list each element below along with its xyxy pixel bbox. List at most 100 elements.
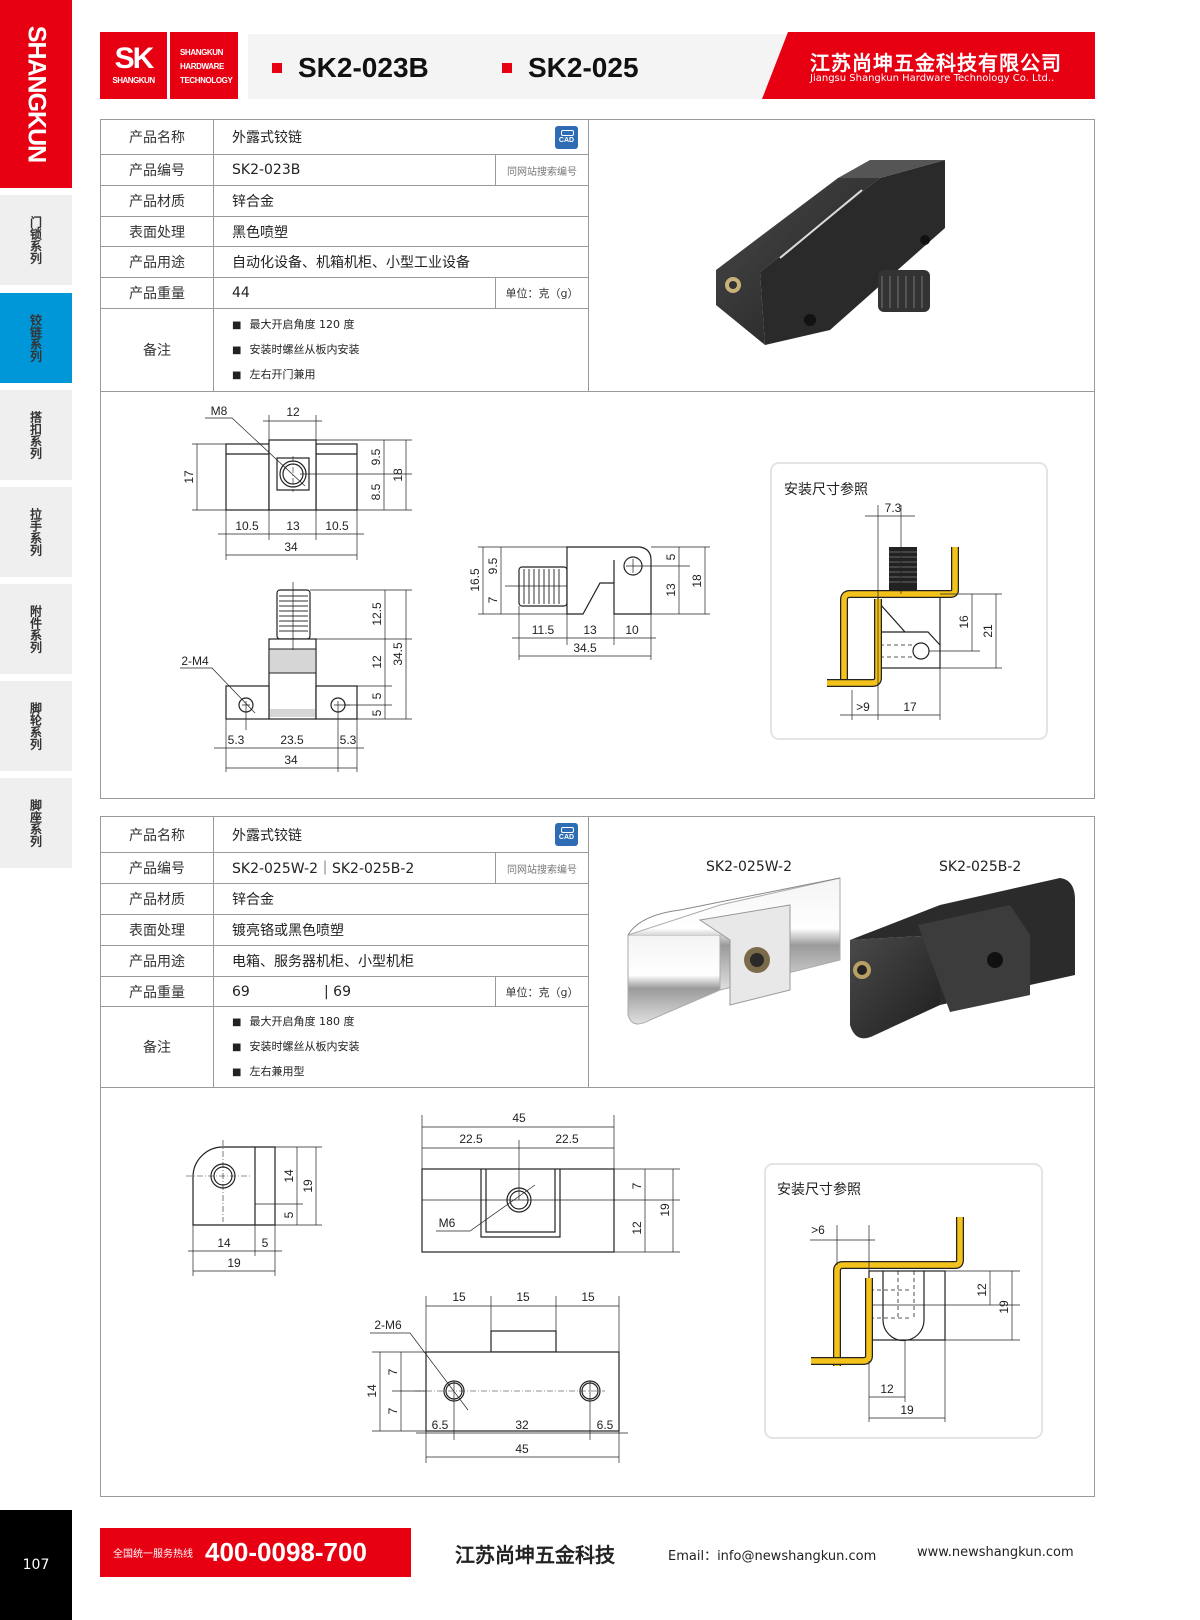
- dim-label: 34: [284, 540, 298, 554]
- row-aside: 单位：克（g）: [495, 278, 588, 308]
- dim-label: 5: [370, 709, 384, 716]
- dim-label: 8.5: [369, 483, 383, 500]
- tab-label: 门锁系列: [28, 216, 43, 264]
- bullet-icon: [272, 63, 282, 73]
- sidebar-tab-hinges[interactable]: 铰链系列: [0, 293, 72, 383]
- row-value: 外露式铰链: [232, 827, 302, 844]
- row-value: 44: [232, 285, 250, 301]
- spec-row-usage: 产品用途电箱、服务器机柜、小型机柜: [101, 946, 588, 977]
- dim-label: 10.5: [235, 519, 259, 533]
- dim-label: 22.5: [459, 1132, 483, 1146]
- product-code: SK2-023B: [298, 52, 429, 83]
- sidebar-tab-hasps[interactable]: 搭扣系列: [0, 390, 72, 480]
- logo-mark: SK: [114, 42, 155, 75]
- note-item: 安装时螺丝从板内安装: [232, 338, 359, 363]
- drawing-front-view-sk2-023b: 16.5 9.5 7 5 13 18 11.5 13 10 34.5: [468, 546, 710, 660]
- sidebar-tab-locks[interactable]: 门锁系列: [0, 195, 72, 285]
- dim-label: 12: [370, 655, 384, 669]
- tab-label: 脚轮系列: [28, 702, 43, 750]
- row-value: SK2-023B: [232, 162, 301, 178]
- dim-label: 12: [286, 405, 300, 419]
- header-product: SK2-023B: [272, 52, 429, 84]
- dim-label: 19: [900, 1403, 914, 1417]
- dim-label: 2-M4: [181, 654, 209, 668]
- row-label: 备注: [101, 1007, 214, 1087]
- sidebar-tab-handles[interactable]: 拉手系列: [0, 487, 72, 577]
- row-value: 69: [232, 983, 250, 1000]
- row-label: 产品材质: [101, 186, 214, 216]
- dim-label: 34.5: [573, 641, 597, 655]
- dim-label: 19: [301, 1179, 315, 1193]
- drawing-left-view-sk2-025: 14 5 19 14 5 19: [186, 1140, 322, 1276]
- header-product: SK2-025: [502, 52, 639, 84]
- row-label: 产品材质: [101, 884, 214, 914]
- row-aside: 同网站搜索编号: [495, 155, 588, 185]
- logo-line: TECHNOLOGY: [180, 76, 233, 85]
- drawing-side-view-sk2-023b: 12.5 12 5 5 34.5 2-M4 5.3 23.5 5.3 34: [180, 582, 412, 772]
- install-reference-sk2-023b: 安装尺寸参照 7.3 16 21 >9 17: [770, 462, 1048, 740]
- header-band: [248, 34, 788, 99]
- dim-label: 19: [227, 1256, 241, 1270]
- dim-label: 5.3: [228, 733, 245, 747]
- sidebar-tab-casters[interactable]: 脚轮系列: [0, 681, 72, 771]
- dim-label: 15: [516, 1290, 530, 1304]
- cad-download-icon[interactable]: CAD: [555, 126, 578, 149]
- row-label: 产品名称: [101, 120, 214, 154]
- dim-label: 18: [391, 468, 405, 482]
- spec-row-finish: 表面处理黑色喷塑: [101, 217, 588, 247]
- tab-label: 附件系列: [28, 605, 43, 653]
- dim-label: 7: [386, 1407, 400, 1414]
- company-name-en: Jiangsu Shangkun Hardware Technology Co.…: [810, 73, 1055, 84]
- row-value: 黑色喷塑: [232, 224, 288, 241]
- sidebar-tab-accessories[interactable]: 附件系列: [0, 584, 72, 674]
- dim-label: 15: [452, 1290, 466, 1304]
- note-item: 安装时螺丝从板内安装: [232, 1035, 359, 1060]
- cad-download-icon[interactable]: CAD: [555, 823, 578, 846]
- sidebar-brand: SHANGKUN: [0, 0, 72, 188]
- dim-label: 6.5: [597, 1418, 614, 1432]
- spec-row-name: 产品名称 外露式铰链 CAD: [101, 817, 588, 853]
- row-label: 产品名称: [101, 817, 214, 852]
- spec-row-notes: 备注最大开启角度 180 度安装时螺丝从板内安装左右兼用型: [101, 1007, 588, 1087]
- dim-label: 2-M6: [374, 1318, 402, 1332]
- row-value: 锌合金: [232, 892, 274, 908]
- logo-text: SHANGKUN HARDWARE TECHNOLOGY: [170, 32, 238, 99]
- dim-label: 11.5: [532, 623, 555, 637]
- dim-label: 5.3: [340, 733, 357, 747]
- tab-label: 搭扣系列: [28, 411, 43, 459]
- dim-label: 18: [690, 574, 704, 588]
- footer-email[interactable]: Email：info@newshangkun.com: [668, 1549, 877, 1564]
- dim-label: M6: [439, 1216, 456, 1230]
- dim-label: 21: [981, 624, 995, 638]
- product-photo-sk2-025w-2: [627, 877, 841, 1025]
- dim-label: 7: [386, 1368, 400, 1375]
- spec-row-name: 产品名称 外露式铰链 CAD: [101, 120, 588, 155]
- dim-label: 17: [182, 470, 196, 484]
- dim-label: >6: [811, 1223, 825, 1237]
- dim-label: M8: [211, 404, 228, 418]
- company-name-cn: 江苏尚坤五金科技有限公司: [810, 51, 1062, 75]
- sidebar-tab-feet[interactable]: 脚座系列: [0, 778, 72, 868]
- note-item: 最大开启角度 120 度: [232, 313, 354, 338]
- company-banner: [762, 32, 1095, 99]
- row-aside: 同网站搜索编号: [495, 853, 588, 883]
- note-item: 左右兼用型: [232, 1060, 304, 1085]
- footer-website[interactable]: www.newshangkun.com: [917, 1545, 1074, 1560]
- dim-label: 14: [365, 1384, 379, 1398]
- dim-label: 7: [630, 1182, 644, 1189]
- footer-company: 江苏尚坤五金科技: [455, 1543, 615, 1567]
- dim-label: 13: [664, 583, 678, 597]
- row-value: 外露式铰链: [232, 130, 302, 146]
- dim-label: 14: [282, 1169, 296, 1183]
- dim-label: 17: [903, 700, 917, 714]
- tab-label: 拉手系列: [28, 508, 43, 556]
- hotline-label: 全国统一服务热线: [113, 1549, 193, 1560]
- row-value: 电箱、服务器机柜、小型机柜: [232, 954, 414, 970]
